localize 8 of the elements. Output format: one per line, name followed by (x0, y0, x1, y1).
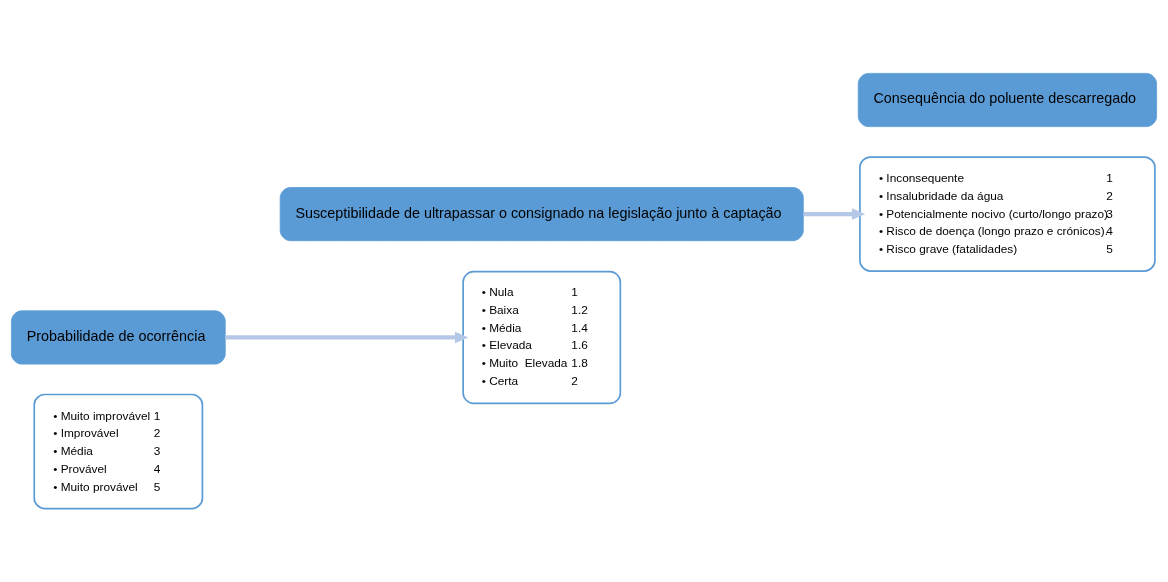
arrow (803, 208, 866, 220)
node-box: Consequência do poluente descarregado (857, 72, 1157, 128)
arrow (225, 331, 469, 344)
node-box: • Muito improvável 1 • Improvável 2 • Média 3 • Provável 4 • Muito provável 5 (33, 393, 204, 510)
node-box: • Nula 1 • Baixa 1.2 • Média 1.4 • Elevada 1.6 • Muito Elevada 1.8 • Certa 2 (462, 270, 622, 405)
node-box: • Inconsequente 1 • Insalubridade da água 2 • Potencialmente nocivo (curto/longo prazo)3 • Risco de doença (longo prazo e crónicos).4 • Risco grave (fatalidades) 5 (859, 156, 1156, 272)
node-box: Probabilidade de ocorrência (11, 310, 226, 365)
node-box: Susceptibilidade de ultrapassar o consignado na legislação junto à captação (279, 187, 804, 242)
